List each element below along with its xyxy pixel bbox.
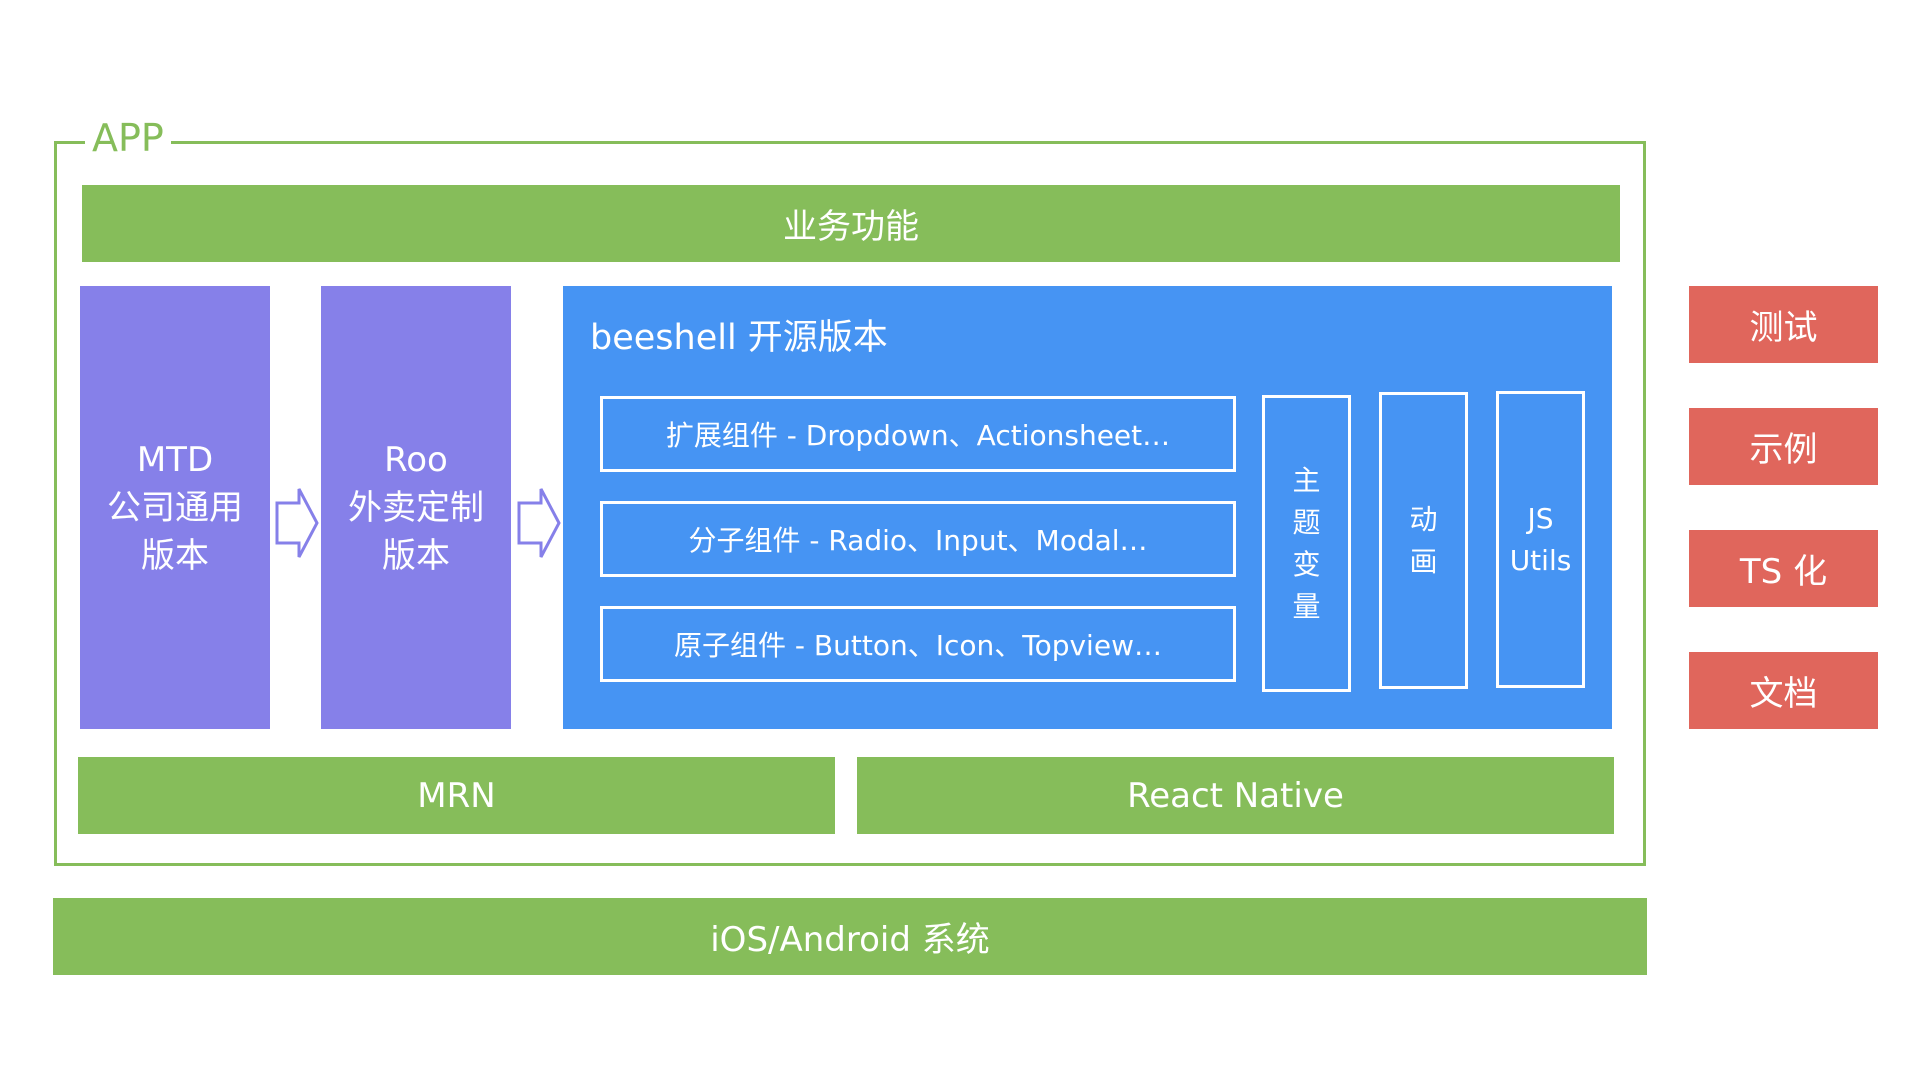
mtd-line-3: 版本	[141, 535, 209, 576]
theme-char: 题	[1292, 505, 1321, 539]
mtd-version-box: MTD 公司通用 版本	[80, 286, 270, 729]
testing-label: 测试	[1749, 308, 1818, 348]
molecular-components-box: 分子组件 - Radio、Input、Modal…	[600, 501, 1236, 577]
typescript-box: TS 化	[1689, 530, 1878, 607]
docs-box: 文档	[1689, 652, 1878, 729]
js-utils-line: Utils	[1509, 543, 1572, 577]
animation-char: 动	[1409, 502, 1438, 536]
business-bar: 业务功能	[82, 185, 1620, 262]
react-native-label: React Native	[1127, 775, 1344, 816]
mrn-label: MRN	[417, 775, 496, 816]
beeshell-box	[563, 286, 1612, 729]
app-label: APP	[85, 116, 171, 160]
molecular-components-label: 分子组件 - Radio、Input、Modal…	[688, 524, 1148, 557]
typescript-label: TS 化	[1739, 552, 1828, 592]
examples-label: 示例	[1749, 430, 1818, 470]
atomic-components-box: 原子组件 - Button、Icon、Topview…	[600, 606, 1236, 682]
theme-char: 主	[1292, 463, 1321, 497]
arrow-right-icon	[273, 485, 321, 561]
testing-box: 测试	[1689, 286, 1878, 363]
roo-line-1: Roo	[384, 439, 448, 480]
arrow-right-icon	[515, 485, 563, 561]
extended-components-label: 扩展组件 - Dropdown、Actionsheet…	[665, 419, 1171, 452]
mtd-line-1: MTD	[136, 439, 214, 480]
app-frame	[54, 141, 1646, 866]
roo-line-3: 版本	[382, 535, 450, 576]
animation-box: 动 画	[1379, 392, 1468, 689]
platform-bar: iOS/Android 系统	[53, 898, 1647, 975]
mtd-line-2: 公司通用	[107, 487, 243, 528]
examples-box: 示例	[1689, 408, 1878, 485]
docs-label: 文档	[1749, 674, 1818, 714]
theme-char: 量	[1292, 589, 1321, 623]
theme-char: 变	[1292, 547, 1321, 581]
js-utils-box: JS Utils	[1496, 391, 1585, 688]
js-utils-line: JS	[1527, 501, 1554, 535]
roo-line-2: 外卖定制	[348, 487, 484, 528]
animation-char: 画	[1409, 544, 1438, 578]
roo-version-box: Roo 外卖定制 版本	[321, 286, 511, 729]
business-label: 业务功能	[783, 207, 919, 247]
atomic-components-label: 原子组件 - Button、Icon、Topview…	[674, 629, 1162, 662]
theme-variables-box: 主 题 变 量	[1262, 395, 1351, 692]
mrn-bar: MRN	[78, 757, 835, 834]
beeshell-title: beeshell 开源版本	[590, 318, 888, 358]
extended-components-box: 扩展组件 - Dropdown、Actionsheet…	[600, 396, 1236, 472]
platform-label: iOS/Android 系统	[710, 920, 990, 960]
react-native-bar: React Native	[857, 757, 1614, 834]
